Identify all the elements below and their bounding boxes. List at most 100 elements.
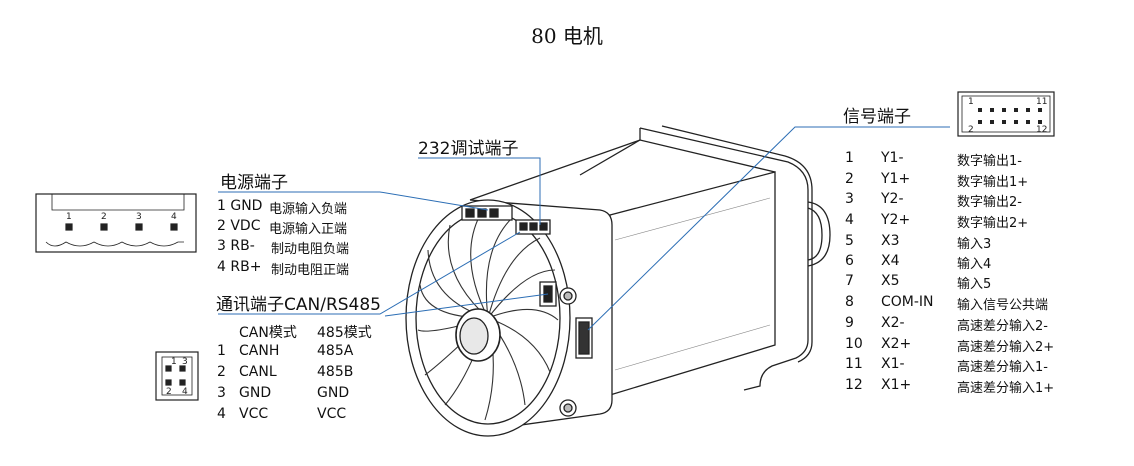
signal-pin-name: X5: [881, 273, 900, 289]
signal-pin-desc: 高速差分输入1-: [957, 360, 1048, 375]
leader-lines: [218, 126, 950, 331]
signal-pin-name: X3: [881, 233, 900, 249]
power-pin-3: 3: [136, 212, 142, 222]
table-row: 9 X2- 高速差分输入2-: [845, 315, 1085, 335]
comm-can-signal: CANL: [239, 364, 277, 380]
power-pin-desc: 电源输入正端: [269, 222, 348, 237]
comm-485-signal: GND: [317, 385, 350, 401]
signal-pin-desc: 高速差分输入2+: [957, 340, 1055, 355]
table-row: 11 X1- 高速差分输入1-: [845, 356, 1085, 376]
comm-pin-3: 3: [182, 357, 188, 367]
signal-pin-no: 6: [845, 253, 854, 269]
table-row: 6 X4 输入4: [845, 253, 1085, 273]
signal-pin-name: Y1-: [881, 150, 904, 166]
signal-pin-no: 12: [845, 377, 863, 393]
table-row: 1 CANH 485A: [217, 343, 387, 363]
table-row: 2 CANL 485B: [217, 364, 387, 384]
signal-pin-desc: 数字输出1+: [957, 175, 1029, 190]
diagram-title: 80 电机: [531, 24, 603, 48]
power-pin-desc: 制动电阻正端: [271, 263, 350, 278]
power-pin-name: 4 RB+: [217, 259, 262, 275]
signal-pin-desc: 高速差分输入1+: [957, 381, 1055, 396]
signal-pin-desc: 高速差分输入2-: [957, 319, 1048, 334]
signal-pin-no: 9: [845, 315, 854, 331]
debug-terminal-heading: 232调试端子: [418, 139, 519, 159]
signal-pin-no: 8: [845, 294, 854, 310]
signal-pin-name: X4: [881, 253, 900, 269]
signal-pin-desc: 输入信号公共端: [957, 298, 1049, 313]
signal-pin-2: 2: [968, 125, 974, 135]
signal-pin-no: 2: [845, 171, 854, 187]
signal-pin-no: 1: [845, 150, 854, 166]
comm-485-signal: VCC: [317, 406, 347, 422]
signal-pin-12: 12: [1036, 125, 1047, 135]
table-row: 4 Y2+ 数字输出2+: [845, 212, 1085, 232]
signal-pin-desc: 输入5: [957, 277, 992, 292]
signal-pin-no: 11: [845, 356, 863, 372]
power-pin-name: 1 GND: [217, 198, 263, 214]
table-row: 12 X1+ 高速差分输入1+: [845, 377, 1085, 397]
signal-pin-name: X1-: [881, 356, 905, 372]
table-row: 2 Y1+ 数字输出1+: [845, 171, 1085, 191]
signal-pin-name: Y2+: [881, 212, 911, 228]
signal-pin-name: X2-: [881, 315, 905, 331]
signal-pin-desc: 输入3: [957, 237, 992, 252]
comm-485-signal: 485B: [317, 364, 354, 380]
signal-pin-desc: 数字输出2-: [957, 195, 1022, 210]
signal-connector-pin-numbers: 1 11 2 12: [968, 97, 1047, 135]
power-pin-name: 3 RB-: [217, 238, 255, 254]
signal-pin-name: X2+: [881, 336, 912, 352]
comm-pin-no: 3: [217, 385, 226, 401]
power-connector-pin-numbers: 1 2 3 4: [66, 212, 177, 222]
table-row: 10 X2+ 高速差分输入2+: [845, 336, 1085, 356]
comm-485-signal: 485A: [317, 343, 354, 359]
comm-pin-1: 1: [171, 357, 177, 367]
power-pin-desc: 电源输入负端: [269, 202, 348, 217]
signal-pin-no: 3: [845, 191, 854, 207]
table-row: 1 GND 电源输入负端: [217, 198, 397, 218]
signal-pin-name: COM-IN: [881, 294, 934, 310]
can-mode-header: CAN模式: [239, 325, 297, 341]
power-terminal-heading: 电源端子: [220, 173, 288, 193]
comm-terminal-heading: 通讯端子CAN/RS485: [216, 295, 381, 315]
comm-pin-4: 4: [182, 387, 188, 397]
comm-pin-2: 2: [166, 387, 172, 397]
signal-pin-desc: 数字输出2+: [957, 216, 1029, 231]
power-pin-2: 2: [101, 212, 107, 222]
table-row: 2 VDC 电源输入正端: [217, 218, 397, 238]
signal-pin-11: 11: [1036, 97, 1047, 107]
signal-terminal-heading: 信号端子: [843, 107, 911, 127]
comm-can-signal: CANH: [239, 343, 280, 359]
comm-can-signal: VCC: [239, 406, 269, 422]
signal-pin-name: Y2-: [881, 191, 904, 207]
signal-pin-1: 1: [968, 97, 974, 107]
table-row: 3 RB- 制动电阻负端: [217, 238, 397, 258]
signal-connector-drawing: [957, 91, 1055, 137]
power-pin-1: 1: [66, 212, 72, 222]
table-row: 4 VCC VCC: [217, 406, 387, 426]
signal-pin-no: 4: [845, 212, 854, 228]
comm-pin-no: 4: [217, 406, 226, 422]
table-row: 7 X5 输入5: [845, 273, 1085, 293]
power-pin-name: 2 VDC: [217, 218, 261, 234]
comm-can-signal: GND: [239, 385, 272, 401]
signal-pin-no: 10: [845, 336, 863, 352]
power-pin-4: 4: [171, 212, 177, 222]
table-row: 3 Y2- 数字输出2-: [845, 191, 1085, 211]
rs485-mode-header: 485模式: [317, 325, 372, 341]
power-pin-desc: 制动电阻负端: [271, 242, 350, 257]
signal-pin-desc: 输入4: [957, 257, 992, 272]
comm-pin-no: 2: [217, 364, 226, 380]
comm-pin-no: 1: [217, 343, 226, 359]
table-header: CAN模式 485模式: [217, 322, 387, 342]
comm-connector-drawing: [155, 351, 199, 401]
power-connector-drawing: [35, 193, 197, 253]
signal-pin-desc: 数字输出1-: [957, 154, 1022, 169]
table-row: 5 X3 输入3: [845, 233, 1085, 253]
signal-pin-name: X1+: [881, 377, 912, 393]
comm-connector-pin-numbers: 1 3 2 4: [166, 357, 188, 397]
table-row: 3 GND GND: [217, 385, 387, 405]
table-row: 4 RB+ 制动电阻正端: [217, 259, 397, 279]
signal-pin-name: Y1+: [881, 171, 911, 187]
